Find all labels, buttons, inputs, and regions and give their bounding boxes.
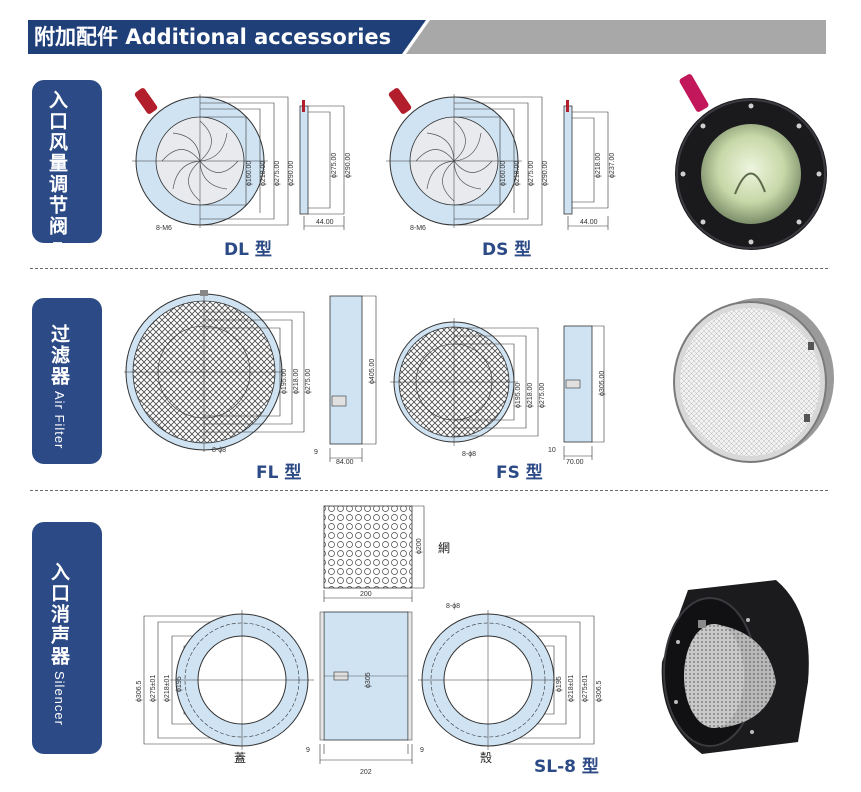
svg-text:ϕ195.00: ϕ195.00 xyxy=(515,383,522,408)
svg-text:ϕ160.00: ϕ160.00 xyxy=(500,161,507,186)
svg-text:ϕ218.00: ϕ218.00 xyxy=(260,161,267,186)
separator-1 xyxy=(30,268,828,269)
svg-text:ϕ275±01: ϕ275±01 xyxy=(150,675,157,702)
silencer-body-drawing: ϕ305 9 9 202 xyxy=(306,611,424,776)
fs-side-drawing: ϕ305.00 10 70.00 xyxy=(548,325,606,466)
svg-text:8-ϕ8: 8-ϕ8 xyxy=(462,451,476,458)
svg-text:殼: 殼 xyxy=(480,751,492,765)
silencer-cover-drawing: ϕ306.5 ϕ275±01 ϕ218±01 ϕ195 蓋 xyxy=(136,610,314,765)
filter-label-en: Air Filter xyxy=(52,391,67,450)
filter-photo xyxy=(673,298,834,463)
fl-model-label: FL 型 xyxy=(256,463,302,483)
svg-text:ϕ218.00: ϕ218.00 xyxy=(293,369,300,394)
page-title: 附加配件 Additional accessories xyxy=(34,25,392,49)
silencer-photo xyxy=(661,580,809,754)
svg-text:ϕ195: ϕ195 xyxy=(556,676,563,692)
svg-text:84.00: 84.00 xyxy=(336,459,354,466)
silencer-label-cn: 入口消声器 xyxy=(48,562,70,667)
section-header: 附加配件 Additional accessories xyxy=(28,20,826,54)
svg-text:ϕ275.00: ϕ275.00 xyxy=(305,369,312,394)
svg-text:9: 9 xyxy=(420,747,424,754)
svg-text:ϕ305: ϕ305 xyxy=(365,672,372,688)
damper-label-cn: 入口风量调节阀 xyxy=(46,90,68,237)
ds-side-drawing: ϕ218.00 ϕ237.00 44.00 xyxy=(563,100,616,230)
svg-text:ϕ290.00: ϕ290.00 xyxy=(345,153,352,178)
separator-2 xyxy=(30,490,828,491)
svg-text:ϕ275.00: ϕ275.00 xyxy=(528,161,535,186)
silencer-mesh-drawing: ϕ200 200 網 xyxy=(323,505,450,602)
svg-text:70.00: 70.00 xyxy=(566,459,584,466)
svg-text:ϕ218±01: ϕ218±01 xyxy=(568,675,575,702)
tab-silencer: 入口消声器 Silencer xyxy=(32,522,102,754)
svg-text:網: 網 xyxy=(438,541,450,555)
tab-filter: 过滤器 Air Filter xyxy=(32,298,102,464)
svg-text:蓋: 蓋 xyxy=(234,751,246,765)
fl-side-drawing: ϕ405.00 9 84.00 xyxy=(314,295,377,466)
svg-text:200: 200 xyxy=(360,591,372,598)
svg-text:ϕ218.00: ϕ218.00 xyxy=(595,153,602,178)
svg-text:ϕ200: ϕ200 xyxy=(416,538,423,554)
svg-text:ϕ275±01: ϕ275±01 xyxy=(582,675,589,702)
svg-text:ϕ195: ϕ195 xyxy=(176,676,183,692)
dl-front-drawing: ϕ160.00 ϕ218.00 ϕ275.00 ϕ290.00 8-M6 xyxy=(132,88,295,232)
svg-text:ϕ405.00: ϕ405.00 xyxy=(369,359,376,384)
svg-text:ϕ290.00: ϕ290.00 xyxy=(542,161,549,186)
svg-text:9: 9 xyxy=(306,747,310,754)
svg-text:ϕ275.00: ϕ275.00 xyxy=(539,383,546,408)
svg-text:44.00: 44.00 xyxy=(580,219,598,226)
svg-text:ϕ275.00: ϕ275.00 xyxy=(274,161,281,186)
svg-text:10: 10 xyxy=(548,447,556,454)
svg-text:ϕ275.00: ϕ275.00 xyxy=(331,153,338,178)
fs-front-drawing: ϕ195.00 ϕ218.00 ϕ275.00 8-ϕ8 xyxy=(390,318,546,458)
svg-text:ϕ218.00: ϕ218.00 xyxy=(527,383,534,408)
fl-front-drawing: ϕ195.00 ϕ218.00 ϕ275.00 8-ϕ8 xyxy=(124,290,312,454)
ds-model-label: DS 型 xyxy=(482,240,532,260)
svg-text:ϕ237.00: ϕ237.00 xyxy=(609,153,616,178)
dl-model-label: DL 型 xyxy=(224,240,272,260)
svg-text:ϕ306.5: ϕ306.5 xyxy=(596,680,603,702)
svg-text:ϕ306.5: ϕ306.5 xyxy=(136,680,143,702)
svg-text:8-M6: 8-M6 xyxy=(410,225,426,232)
dl-side-drawing: ϕ275.00 ϕ290.00 44.00 xyxy=(299,100,352,230)
svg-text:8-ϕ8: 8-ϕ8 xyxy=(212,447,226,454)
svg-text:ϕ290.00: ϕ290.00 xyxy=(288,161,295,186)
sl-model-label: SL-8 型 xyxy=(534,757,599,777)
svg-text:9: 9 xyxy=(314,449,318,456)
svg-text:ϕ218±01: ϕ218±01 xyxy=(164,675,171,702)
svg-text:ϕ305.00: ϕ305.00 xyxy=(599,371,606,396)
svg-text:8-ϕ8: 8-ϕ8 xyxy=(446,603,460,610)
filter-label-cn: 过滤器 xyxy=(48,324,70,387)
ds-front-drawing: ϕ160.00 ϕ218.00 ϕ275.00 ϕ290.00 8-M6 xyxy=(386,88,549,232)
svg-text:ϕ195.00: ϕ195.00 xyxy=(281,369,288,394)
fs-model-label: FS 型 xyxy=(496,463,543,483)
silencer-label-en: Silencer xyxy=(52,671,67,727)
svg-text:44.00: 44.00 xyxy=(316,219,334,226)
svg-text:202: 202 xyxy=(360,769,372,776)
header-band xyxy=(28,20,826,54)
tab-damper: 入口风量调节阀 Demper (INLET USE) xyxy=(32,80,102,385)
svg-text:ϕ218.00: ϕ218.00 xyxy=(514,161,521,186)
svg-text:ϕ160.00: ϕ160.00 xyxy=(246,161,253,186)
damper-photo xyxy=(675,74,827,250)
svg-text:8-M6: 8-M6 xyxy=(156,225,172,232)
silencer-shell-drawing: 8-ϕ8 ϕ195 ϕ218±01 ϕ275±01 ϕ306.5 殼 xyxy=(418,603,603,765)
